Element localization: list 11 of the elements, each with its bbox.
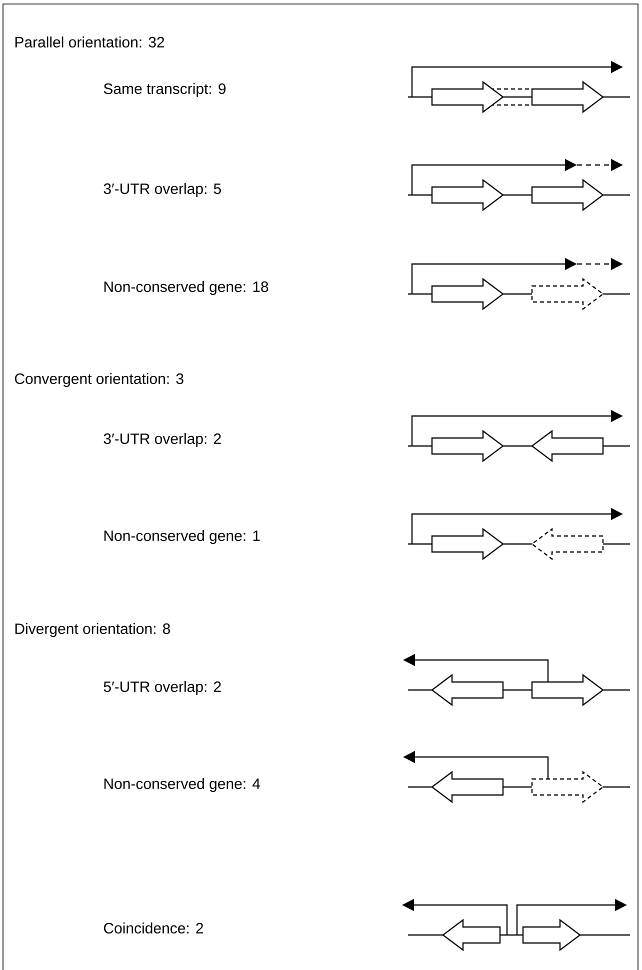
category-label: 3′-UTR overlap: 5 — [104, 183, 221, 197]
category-label: Non-conserved gene: 1 — [104, 530, 260, 544]
category-label: 3′-UTR overlap: 2 — [104, 433, 221, 447]
category-label: Non-conserved gene: 4 — [104, 778, 260, 792]
category-label: Coincidence: 2 — [104, 922, 204, 934]
category-label: Same transcript: 9 — [104, 83, 226, 97]
category-label: Non-conserved gene: 18 — [104, 281, 268, 295]
heading-text: Divergent orientation: 8 — [15, 623, 170, 637]
category-label: 5′-UTR overlap: 2 — [104, 681, 221, 695]
heading-text: Parallel orientation: 32 — [15, 36, 164, 48]
heading-text: Convergent orientation: 3 — [14, 373, 184, 387]
